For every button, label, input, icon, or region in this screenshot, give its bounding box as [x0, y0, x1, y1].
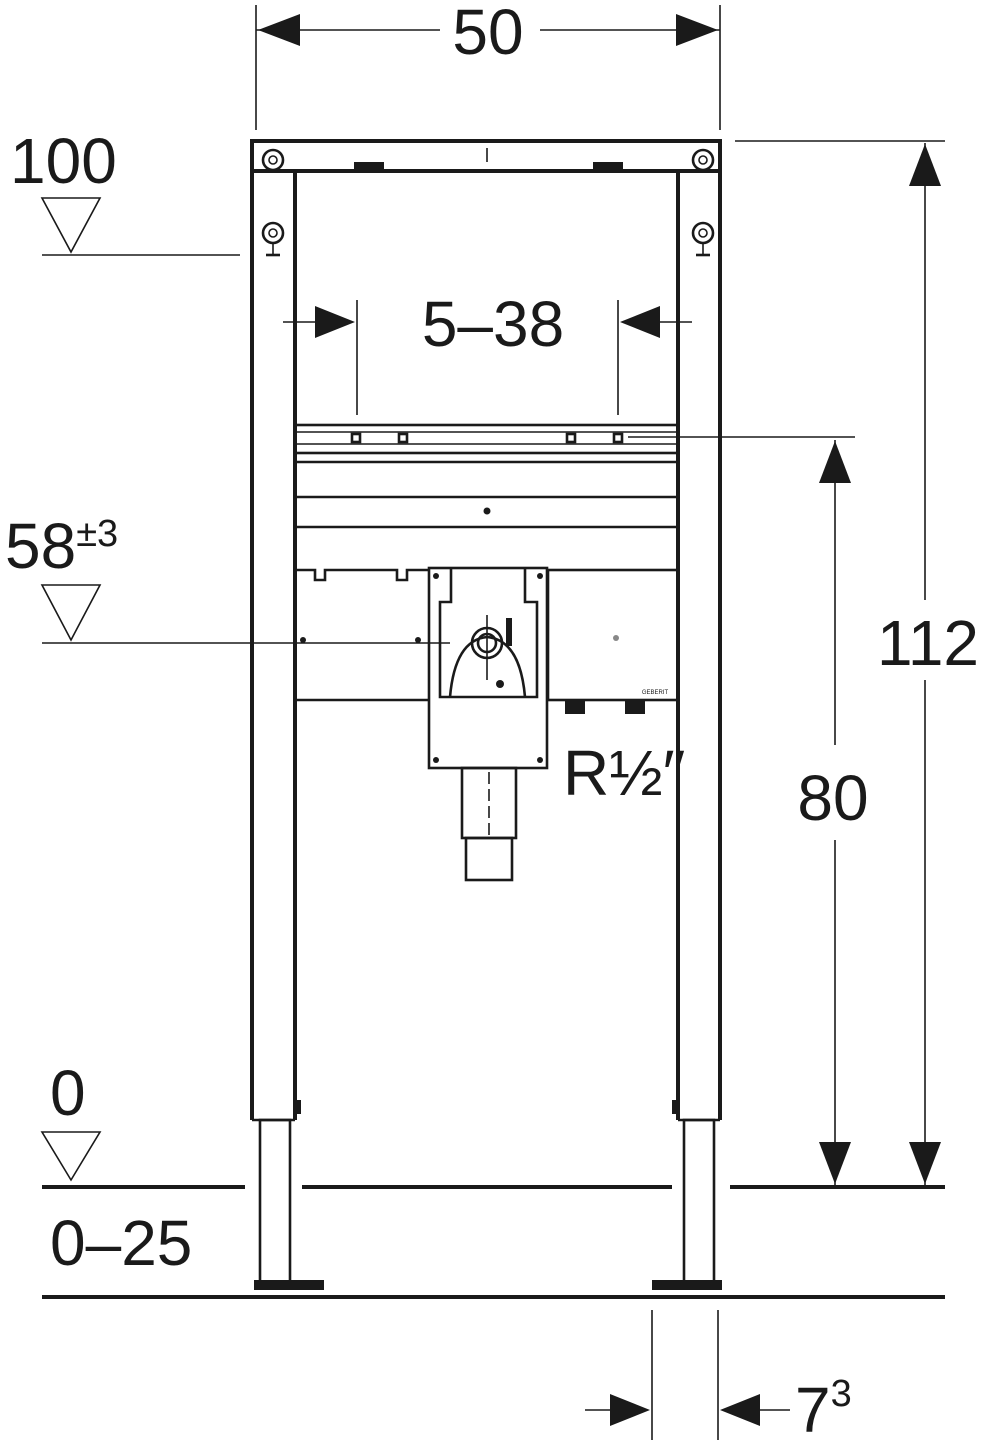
mounting-hole-icon	[261, 148, 715, 257]
dimension-112: 112	[735, 140, 979, 1185]
height-112-label: 112	[877, 607, 979, 679]
adjust-range-label: 5–38	[422, 288, 564, 360]
level-58: 58±3	[5, 510, 450, 644]
floor-level-label: 0	[50, 1057, 86, 1129]
level-triangle-icon	[40, 584, 102, 642]
thread-label: R½″	[563, 737, 685, 809]
foot-offset-label: 73	[795, 1373, 852, 1440]
top-level-label: 100	[10, 125, 117, 197]
level-100: 100	[10, 125, 240, 256]
brand-logo: GEBERIT	[642, 690, 669, 696]
level-triangle-icon	[40, 197, 102, 254]
foot-range-label: 0–25	[50, 1207, 192, 1279]
dimension-adjust-range: 5–38	[283, 288, 692, 415]
dimension-foot-offset: 73	[585, 1310, 852, 1440]
connection-level-label: 58±3	[5, 510, 118, 582]
width-label: 50	[452, 0, 523, 68]
frame: GEBERIT R½″	[250, 139, 722, 1290]
level-0: 0 0–25	[40, 1057, 945, 1299]
height-80-label: 80	[797, 762, 868, 834]
level-triangle-icon	[40, 1131, 102, 1182]
dimension-width: 50	[255, 0, 721, 130]
dimension-80: 80	[628, 436, 869, 1185]
